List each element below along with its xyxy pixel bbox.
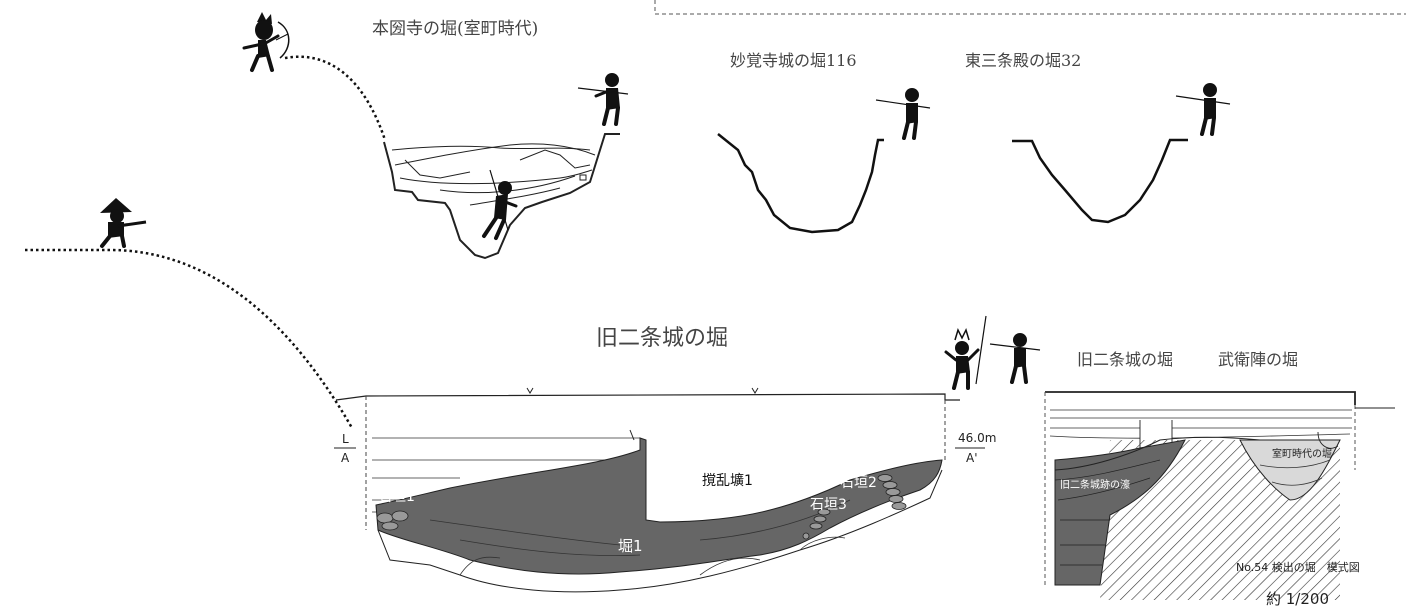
soldier-trajectory — [25, 248, 354, 429]
buei-jin-schematic-title: 武衛陣の堀 — [1218, 350, 1299, 369]
myokakuji-moat-profile — [717, 133, 884, 234]
kyu-nijo-schematic-title: 旧二条城の堀 — [1077, 350, 1174, 369]
section-point-A-prime: A' — [966, 451, 978, 465]
schematic-section — [1044, 391, 1395, 600]
kyu-nijo-main-section — [334, 387, 985, 593]
kyu-nijo-site-moat-label: 旧二条城跡の濠 — [1060, 480, 1130, 491]
spear-figure-2-icon — [1175, 83, 1231, 136]
honkokuji-moat-profile — [383, 133, 620, 260]
axe-warrior-figure-icon — [944, 315, 987, 390]
archer-trajectory — [284, 55, 387, 141]
spear-figure-icon — [875, 88, 931, 140]
honkokuji-moat-title: 本圀寺の堀(室町時代) — [372, 19, 539, 39]
stone-wall-2-label: 石垣2 — [840, 475, 877, 491]
frame-dashed-edge — [654, 0, 1406, 15]
crouching-soldier-figure-icon — [100, 198, 147, 248]
section-point-A: A — [341, 451, 350, 465]
muromachi-moat-label: 室町時代の堀 — [1272, 449, 1332, 460]
higashisanjo-moat-title: 東三条殿の堀32 — [965, 51, 1082, 70]
schematic-caption: No.54 検出の堀 模式図 — [1236, 561, 1360, 574]
moat-1-label: 堀1 — [618, 537, 643, 555]
archer-figure-icon — [242, 12, 290, 72]
spear-figure-3-icon — [989, 333, 1041, 384]
stone-wall-1-label: 石垣1 — [378, 489, 415, 505]
section-point-L: L — [342, 432, 349, 446]
disturbance-pit-label: 撹乱壙1 — [702, 473, 753, 489]
lookout-figure-icon — [577, 73, 629, 126]
climbing-figure-icon — [482, 169, 518, 240]
higashisanjo-moat-profile — [1012, 138, 1188, 224]
myokakuji-moat-title: 妙覚寺城の堀116 — [730, 51, 857, 70]
kyu-nijo-moat-title: 旧二条城の堀 — [596, 326, 729, 351]
scale-label: 約 1/200 — [1266, 590, 1329, 608]
stone-wall-3-label: 石垣3 — [810, 497, 847, 513]
elevation-label: 46.0m — [958, 431, 997, 445]
